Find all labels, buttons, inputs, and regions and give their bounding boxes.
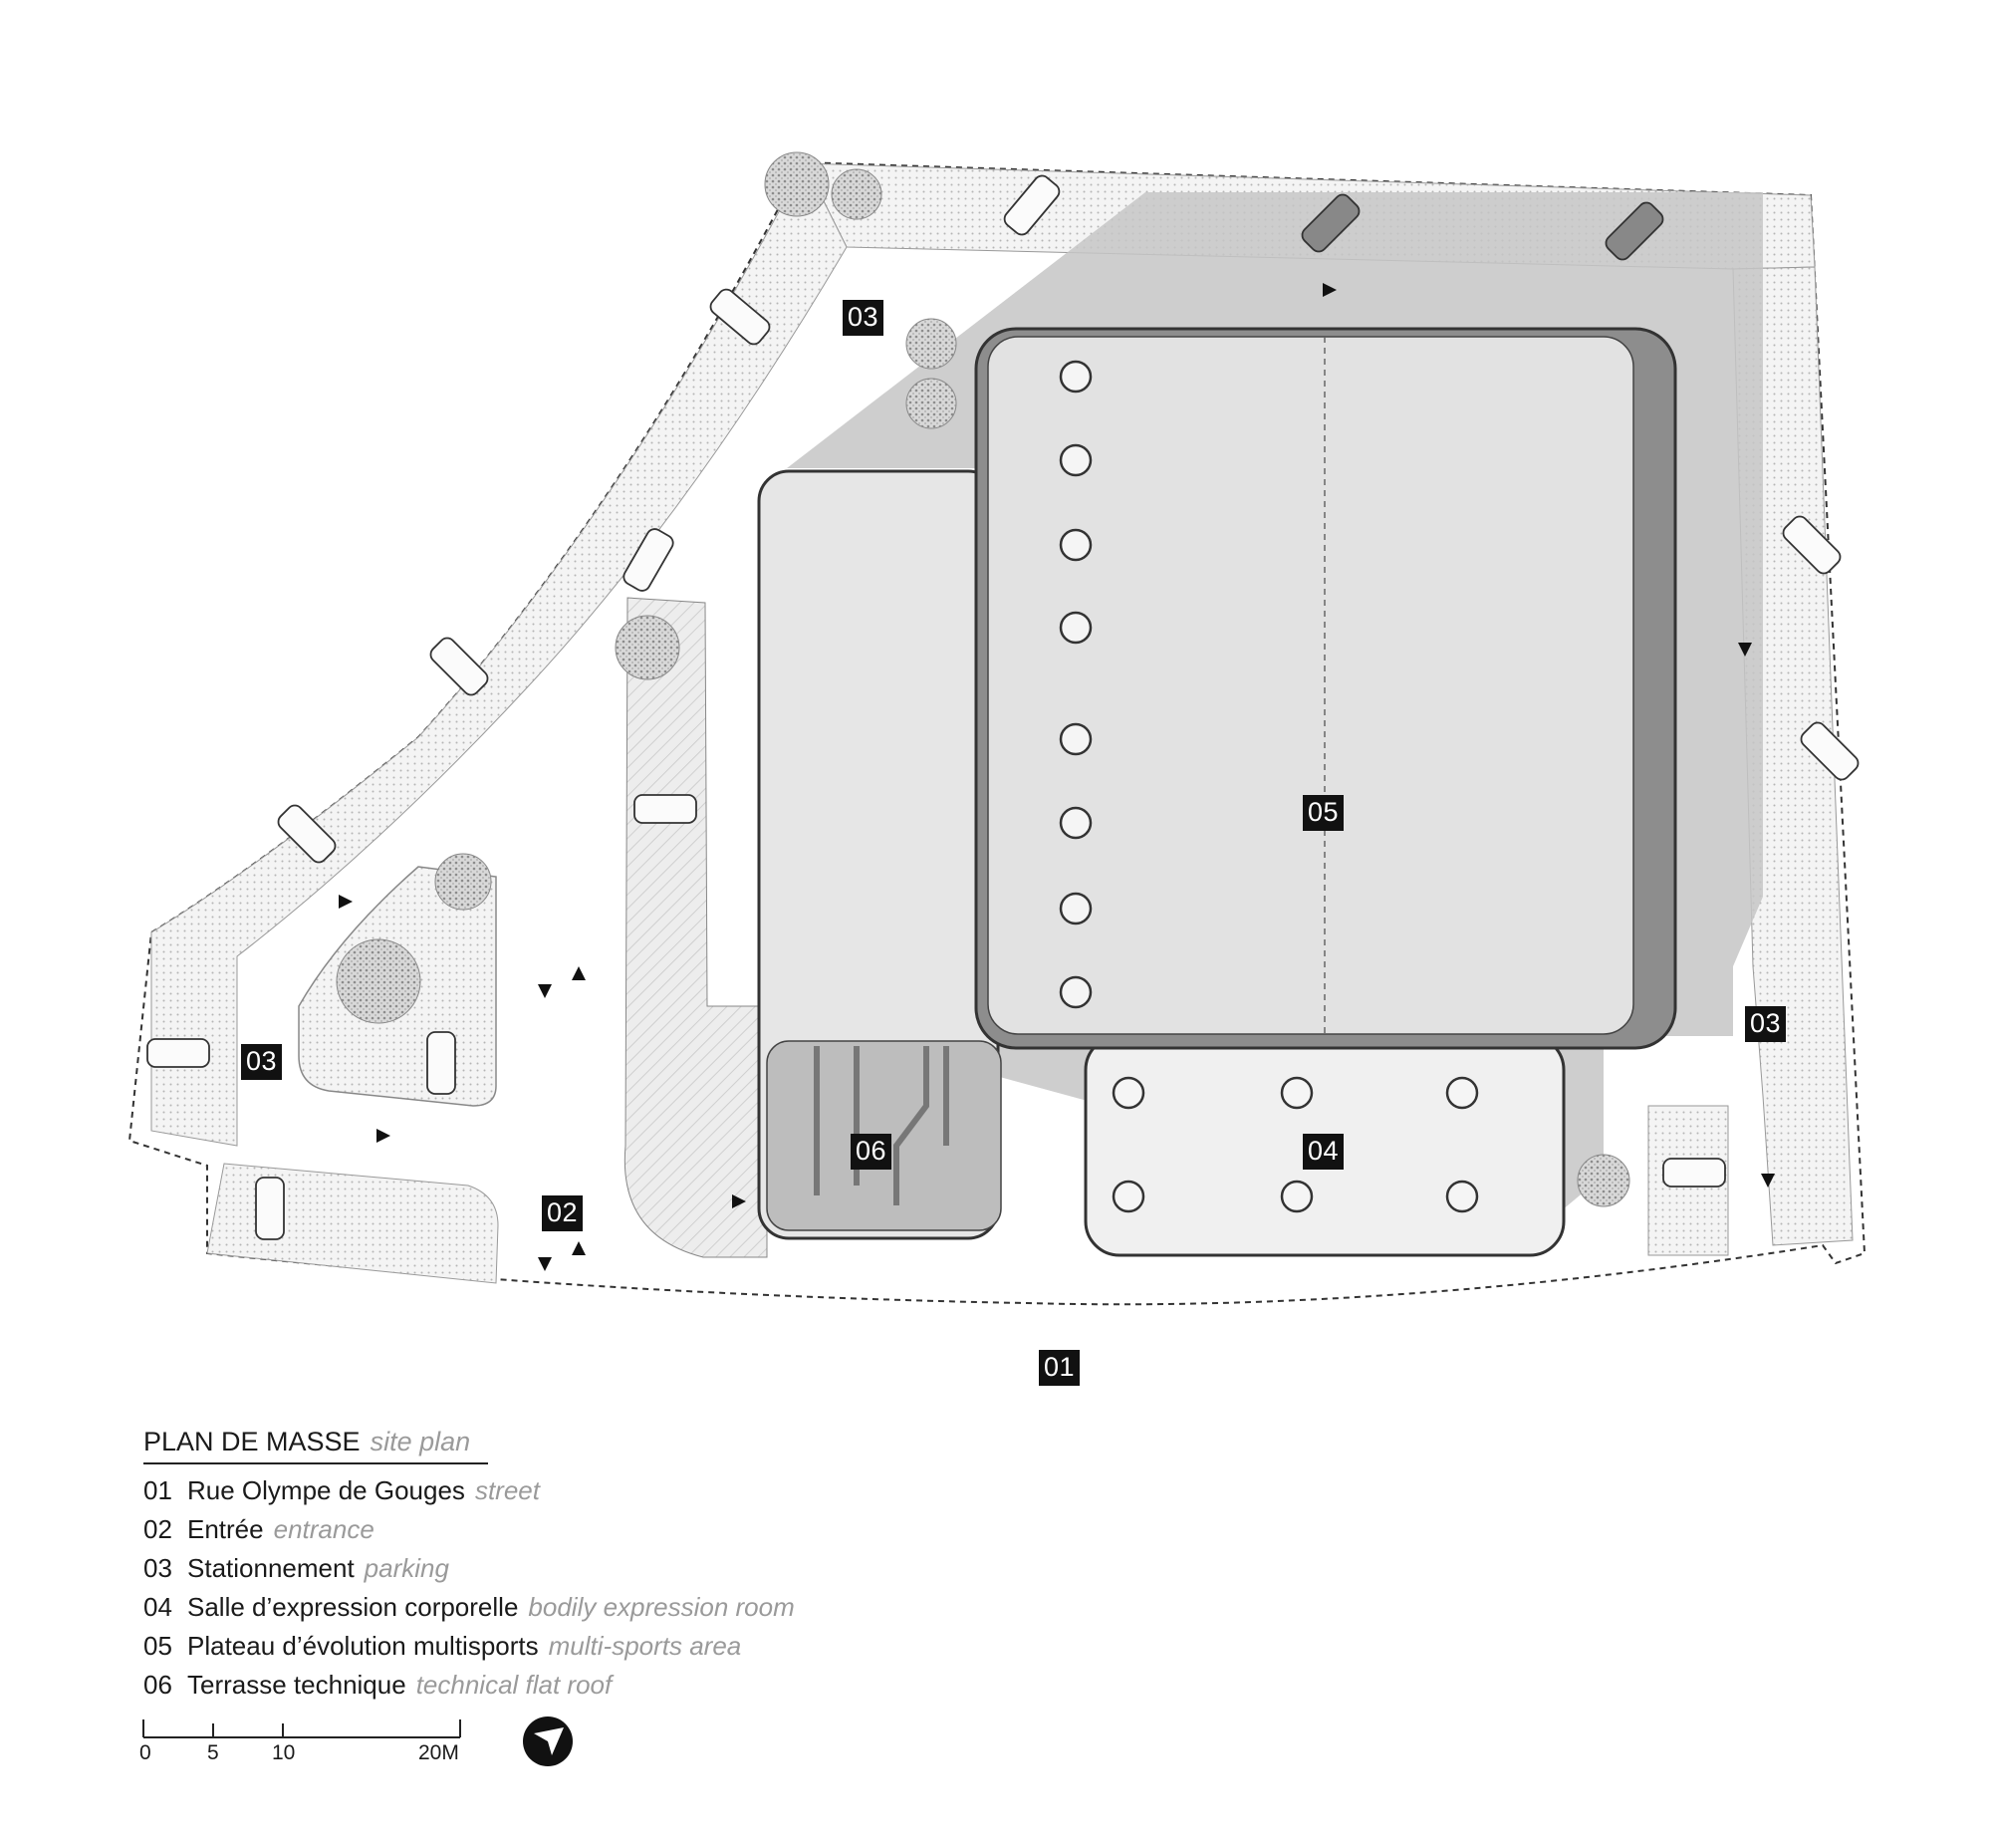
legend-item-fr: Salle d’expression corporelle [187, 1592, 519, 1622]
scale-tick-5: 5 [207, 1741, 219, 1764]
legend-item-en: bodily expression room [528, 1592, 795, 1622]
legend-item-number: 01 [143, 1475, 172, 1505]
circulation-arrows [339, 283, 1775, 1271]
label-parking-west: 03 [241, 1044, 283, 1080]
site-plan-drawing [127, 151, 1867, 1306]
label-tech-roof: 06 [851, 1134, 892, 1170]
label-parking-north: 03 [843, 300, 884, 336]
scale-tick-0: 0 [139, 1741, 151, 1764]
legend-item-en: entrance [273, 1514, 374, 1544]
scale-tick-10: 10 [272, 1741, 296, 1764]
legend-item-number: 06 [143, 1670, 172, 1700]
skylights-multisports [1059, 360, 1093, 1009]
legend-item: 03 Stationnement parking [143, 1553, 1040, 1583]
label-street: 01 [1039, 1350, 1081, 1386]
legend-item: 05 Plateau d’évolution multisports multi-s… [143, 1631, 1040, 1661]
parked-cars [146, 174, 1860, 1240]
legend: PLAN DE MASSE site plan 01 Rue Olympe de G… [143, 1427, 1040, 1700]
north-arrow-icon [523, 1716, 573, 1766]
trees [336, 151, 1630, 1207]
scale-bar: 0 5 10 20M [139, 1714, 478, 1773]
legend-item-en: parking [364, 1553, 449, 1583]
legend-item-number: 04 [143, 1592, 172, 1622]
legend-item-fr: Plateau d’évolution multisports [187, 1631, 539, 1661]
legend-item: 02 Entrée entrance [143, 1514, 1040, 1544]
legend-title-fr: PLAN DE MASSE [143, 1427, 361, 1456]
legend-item-en: technical flat roof [415, 1670, 613, 1700]
multisports-roof [987, 336, 1634, 1035]
legend-item-en: street [474, 1475, 540, 1505]
legend-item: 06 Terrasse technique technical flat roof [143, 1670, 1040, 1700]
legend-item-en: multi-sports area [548, 1631, 742, 1661]
legend-item-fr: Stationnement [187, 1553, 355, 1583]
legend-item-fr: Terrasse technique [187, 1670, 406, 1700]
legend-item-fr: Rue Olympe de Gouges [187, 1475, 465, 1505]
skylights-bodily-room [1112, 1076, 1479, 1213]
scale-bar-ruler [142, 1719, 461, 1738]
legend-title: PLAN DE MASSE site plan [143, 1427, 489, 1464]
label-bodily-room: 04 [1303, 1134, 1345, 1170]
legend-item-fr: Entrée [187, 1514, 264, 1544]
scale-tick-20m: 20M [418, 1741, 459, 1764]
legend-item: 04 Salle d’expression corporelle bodily ex… [143, 1592, 1040, 1622]
legend-item: 01 Rue Olympe de Gouges street [143, 1475, 1040, 1505]
legend-item-number: 05 [143, 1631, 172, 1661]
label-parking-east: 03 [1745, 1006, 1787, 1042]
legend-title-en: site plan [370, 1427, 471, 1456]
tech-roof-ducts [814, 1046, 949, 1205]
label-sports-area: 05 [1303, 795, 1345, 831]
legend-item-number: 03 [143, 1553, 172, 1583]
label-entrance: 02 [542, 1195, 584, 1231]
legend-item-number: 02 [143, 1514, 172, 1544]
